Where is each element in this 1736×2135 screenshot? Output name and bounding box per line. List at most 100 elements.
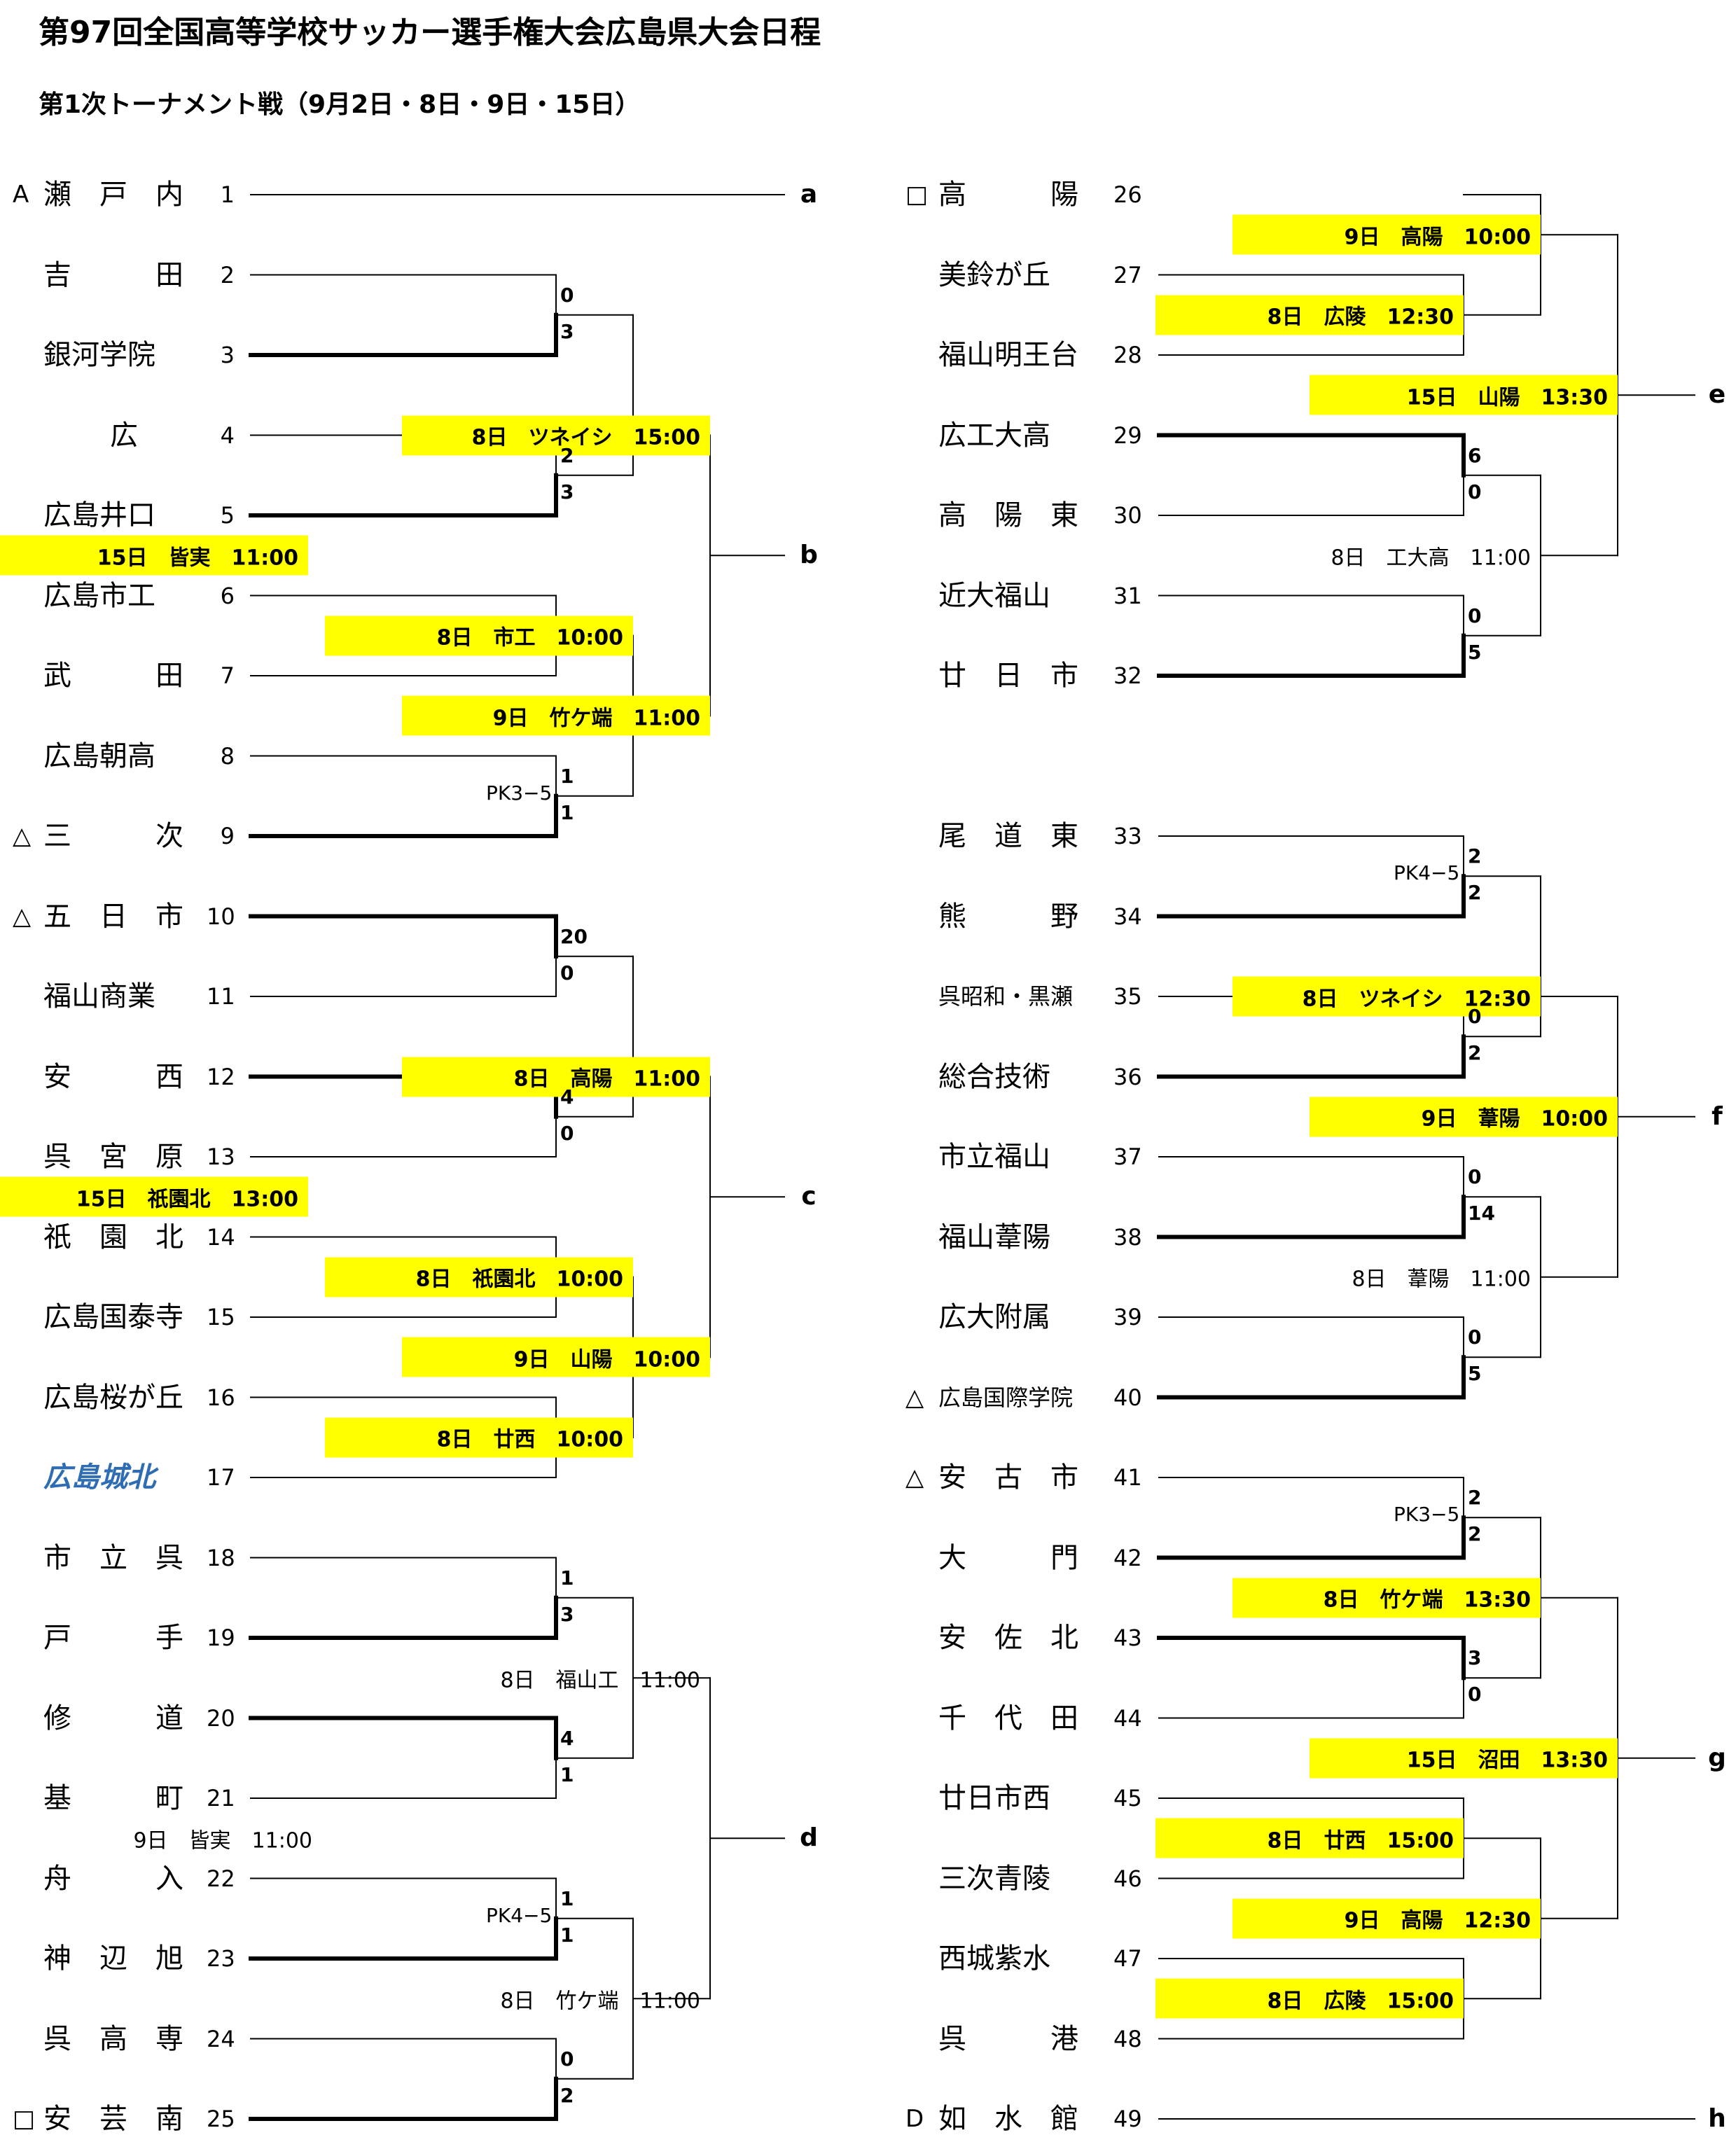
pk-result: PK3−5 [486,781,553,805]
seed-mark: △ [13,822,32,850]
team-name: 三 次 [43,820,183,852]
score: 4 [560,1726,574,1750]
page-title: 第97回全国高等学校サッカー選手権大会広島県大会日程 [39,15,821,50]
team-name: 広島国際学院 [938,1384,1074,1411]
team-number: 21 [207,1785,235,1811]
team-name: 福山葦陽 [938,1221,1050,1253]
team-number: 22 [207,1865,235,1892]
team-name: 福山明王台 [938,339,1078,371]
score: 0 [1468,1165,1482,1189]
match-schedule: 8日 福山工 11:00 [500,1668,700,1693]
team-name: 広大附属 [938,1301,1050,1333]
match-schedule: 8日 竹ケ端 11:00 [500,1989,700,2014]
pk-result: PK3−5 [1394,1503,1460,1527]
score: 2 [560,2083,574,2107]
team-name: 呉 高 専 [43,2022,183,2055]
team-name: 安 佐 北 [938,1622,1078,1654]
bracket-letter: g [1708,1743,1726,1772]
team-name: 総合技術 [938,1060,1050,1093]
match-schedule: 8日 広陵 15:00 [1155,1978,1464,2019]
team-number: 41 [1113,1464,1142,1491]
team-name: 五 日 市 [43,900,183,933]
score: 0 [1468,1683,1482,1706]
team-number: 16 [207,1384,235,1411]
team-name: 基 町 [43,1782,183,1814]
score: 3 [560,480,574,503]
team-name: 高 陽 [938,179,1078,211]
match-schedule: 8日 祇園北 10:00 [325,1257,633,1298]
team-number: 34 [1113,903,1142,930]
match-schedule: 8日 工大高 11:00 [1331,545,1531,571]
match-schedule: 8日 葦陽 11:00 [1352,1267,1531,1292]
score: 0 [1468,1005,1482,1029]
match-schedule: 15日 山陽 13:30 [1310,375,1618,415]
team-name: 舟 入 [43,1862,183,1895]
score: 4 [560,1085,574,1108]
team-number: 46 [1113,1865,1142,1892]
seed-mark: △ [13,902,32,931]
team-number: 24 [207,2025,235,2052]
team-name: 市 立 呉 [43,1541,183,1574]
seed-mark: □ [13,2105,36,2133]
score: 2 [560,443,574,467]
team-number: 13 [207,1143,235,1170]
team-number: 42 [1113,1544,1142,1571]
team-name: 如 水 館 [938,2103,1078,2135]
score: 20 [560,924,588,948]
team-number: 7 [220,662,235,689]
team-name: 吉 田 [43,258,183,291]
team-name: 西城紫水 [938,1942,1050,1975]
team-number: 20 [207,1704,235,1732]
page-subtitle: 第1次トーナメント戦（9月2日・8日・9日・15日） [39,90,641,119]
team-name: 広島井口 [43,499,155,531]
score: 0 [1468,1326,1482,1349]
match-schedule: 8日 竹ケ端 13:30 [1232,1578,1541,1618]
team-name: 武 田 [43,660,183,692]
score: 2 [1468,844,1482,868]
team-number: 9 [220,823,235,849]
team-name: 広島朝高 [43,739,155,772]
team-number: 28 [1113,342,1142,368]
bracket-letter: c [801,1182,817,1211]
team-number: 15 [207,1304,235,1330]
seed-mark: △ [905,1383,924,1412]
score: 0 [1468,480,1482,503]
match-schedule: 8日 廿西 10:00 [325,1417,633,1458]
score: 0 [560,961,574,985]
seed-mark: □ [905,181,929,209]
team-number: 48 [1113,2025,1142,2052]
team-name: 戸 手 [43,1622,183,1654]
team-name: 廿日市西 [938,1782,1050,1814]
team-name: 市立福山 [938,1141,1050,1173]
team-number: 29 [1113,422,1142,449]
bracket-letter: e [1708,380,1726,410]
team-number: 23 [207,1945,235,1972]
score: 0 [560,283,574,307]
seed-mark: △ [905,1463,924,1491]
score: 0 [560,2047,574,2071]
seed-mark: D [905,2105,924,2133]
team-name: 呉 宮 原 [43,1141,183,1173]
team-number: 4 [220,422,235,449]
team-number: 47 [1113,1945,1142,1972]
match-schedule: 8日 広陵 12:30 [1155,295,1464,335]
team-name: 修 道 [43,1702,183,1734]
team-name: 銀河学院 [43,339,155,371]
team-number: 26 [1113,181,1142,208]
team-name: 祇 園 北 [43,1221,183,1253]
team-number: 17 [207,1464,235,1491]
team-name: 高 陽 東 [938,499,1078,531]
bracket-letter: d [800,1823,818,1853]
pk-result: PK4−5 [486,1903,553,1927]
team-number: 11 [207,983,235,1010]
team-number: 25 [207,2106,235,2132]
score: 3 [560,319,574,343]
pk-result: PK4−5 [1394,861,1460,885]
score: 1 [560,1762,574,1786]
team-number: 1 [220,181,235,208]
team-name: 瀬 戸 内 [43,179,183,211]
score: 1 [560,1886,574,1910]
team-name: 大 門 [938,1541,1078,1574]
score: 3 [1468,1646,1482,1670]
